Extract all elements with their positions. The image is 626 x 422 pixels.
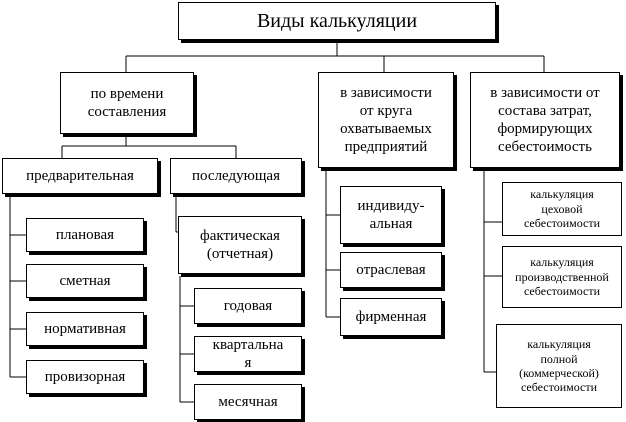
actual-label: фактическая (отчетная) xyxy=(200,228,280,262)
item-kvart-label: квартальна я xyxy=(212,337,284,371)
item-god-label: годовая xyxy=(223,298,273,314)
actual-box: фактическая (отчетная) xyxy=(178,216,302,274)
item-otr-box: отраслевая xyxy=(340,252,442,288)
group-by-scope-label: в зависимости от круга охватываемых пред… xyxy=(340,85,432,155)
diagram-title-box: Виды калькуляции xyxy=(178,2,496,40)
subsequent-label: последующая xyxy=(192,168,280,184)
item-prov-box: провизорная xyxy=(26,360,144,394)
item-mes-label: месячная xyxy=(218,394,278,410)
item-smet-box: сметная xyxy=(26,264,144,298)
item-mes-box: месячная xyxy=(194,384,302,420)
item-proizv-box: калькуляция производственной себестоимос… xyxy=(502,246,622,308)
item-poln-box: калькуляция полной (коммерческой) себест… xyxy=(496,324,622,408)
preliminary-label: предварительная xyxy=(26,168,134,184)
preliminary-box: предварительная xyxy=(2,158,158,194)
item-firm-box: фирменная xyxy=(340,298,442,336)
item-norm-box: нормативная xyxy=(26,312,144,346)
item-norm-label: нормативная xyxy=(44,321,126,337)
item-poln-label: калькуляция полной (коммерческой) себест… xyxy=(519,337,599,395)
item-ind-box: индивиду- альная xyxy=(340,186,442,244)
item-plan-label: плановая xyxy=(55,227,115,243)
item-tsek-label: калькуляция цеховой себестоимости xyxy=(523,187,601,231)
item-prov-label: провизорная xyxy=(44,369,126,385)
group-by-time-box: по времени составления xyxy=(60,72,194,134)
diagram-title: Виды калькуляции xyxy=(256,10,418,32)
item-ind-label: индивиду- альная xyxy=(357,198,425,232)
group-by-scope-box: в зависимости от круга охватываемых пред… xyxy=(318,72,454,168)
group-by-costs-box: в зависимости от состава затрат, формиру… xyxy=(470,72,620,168)
item-firm-label: фирменная xyxy=(355,309,427,325)
item-proizv-label: калькуляция производственной себестоимос… xyxy=(515,255,609,299)
item-plan-box: плановая xyxy=(26,218,144,252)
item-otr-label: отраслевая xyxy=(356,262,426,278)
item-tsek-box: калькуляция цеховой себестоимости xyxy=(502,182,622,236)
item-smet-label: сметная xyxy=(59,273,111,289)
item-god-box: годовая xyxy=(194,288,302,324)
group-by-costs-label: в зависимости от состава затрат, формиру… xyxy=(490,85,600,155)
group-by-time-label: по времени составления xyxy=(87,86,167,120)
item-kvart-box: квартальна я xyxy=(194,336,302,372)
subsequent-box: последующая xyxy=(170,158,302,194)
